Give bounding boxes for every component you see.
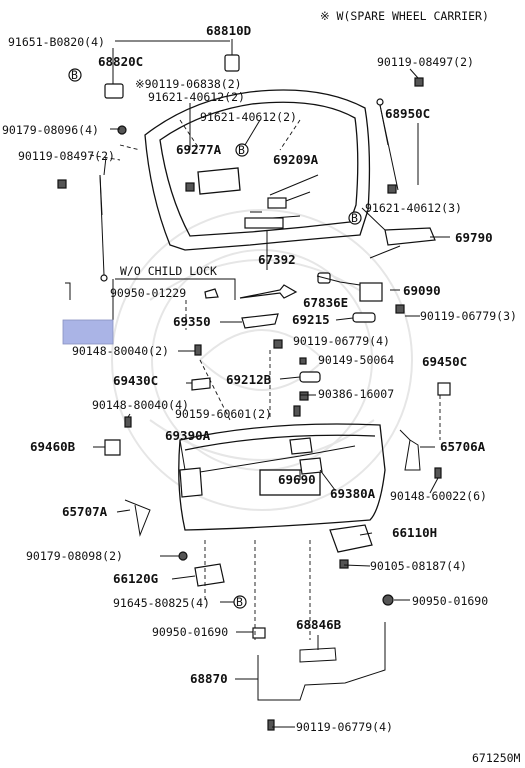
- label-69430c: 69430C: [113, 373, 158, 388]
- document-code: 671250M: [472, 751, 521, 765]
- highlighted-part-box: [62, 319, 114, 345]
- label-90119-08497-r: 90119-08497(2): [377, 55, 474, 69]
- label-68870: 68870: [190, 671, 228, 686]
- label-90119-06779-a: 90119-06779(3): [420, 309, 517, 323]
- label-90105-08187: 90105-08187(4): [370, 559, 467, 573]
- label-90950-01229: 90950-01229: [110, 286, 186, 300]
- label-69460b: 69460B: [30, 439, 76, 454]
- label-90119-06779-b: 90119-06779(4): [293, 334, 390, 348]
- label-68810d: 68810D: [206, 23, 251, 38]
- label-67392: 67392: [258, 252, 296, 267]
- label-69090: 69090: [403, 283, 441, 298]
- svg-text:B: B: [238, 143, 245, 157]
- label-91621-40612-c: 91621-40612(3): [365, 201, 462, 215]
- label-91621-40612-a: 91621-40612(2): [148, 90, 245, 104]
- label-69215: 69215: [292, 312, 330, 327]
- label-69390a: 69390A: [165, 428, 211, 443]
- lower-door: [178, 423, 386, 531]
- label-90119-06838: ※90119-06838(2): [135, 77, 242, 91]
- label-65706a: 65706A: [440, 439, 486, 454]
- label-69690: 69690: [278, 472, 316, 487]
- label-66110h: 66110H: [392, 525, 437, 540]
- b-marker-1: [68, 68, 82, 82]
- label-69209a: 69209A: [273, 152, 319, 167]
- label-90119-06779-c: 90119-06779(4): [296, 720, 393, 734]
- label-69212b: 69212B: [226, 372, 272, 387]
- label-69380a: 69380A: [330, 486, 376, 501]
- label-90148-60022: 90148-60022(6): [390, 489, 487, 503]
- svg-text:B: B: [236, 595, 243, 609]
- part-labels: 68810D 91651-B0820(4) 68820C ※90119-0683…: [2, 23, 517, 734]
- header-note: ※ W(SPARE WHEEL CARRIER): [320, 9, 489, 23]
- label-90159-60601: 90159-60601(2): [175, 407, 272, 421]
- upper-hatch: [144, 89, 371, 251]
- label-90950-01690-b: 90950-01690: [152, 625, 228, 639]
- svg-text:B: B: [351, 211, 358, 225]
- label-91621-40612-b: 91621-40612(2): [200, 110, 297, 124]
- label-90149-50064: 90149-50064: [318, 353, 394, 367]
- label-90148-80040-b: 90148-80040(4): [92, 398, 189, 412]
- label-91645-80825: 91645-80825(4): [113, 596, 210, 610]
- label-69790: 69790: [455, 230, 493, 245]
- hinge-68810d: [224, 54, 240, 72]
- label-90119-08497-l: 90119-08497(2): [18, 149, 115, 163]
- label-90950-01690-a: 90950-01690: [412, 594, 488, 608]
- hinge-68820c: [104, 83, 124, 99]
- label-90386-16007: 90386-16007: [318, 387, 394, 401]
- label-67836e: 67836E: [303, 295, 348, 310]
- label-90179-08096: 90179-08096(4): [2, 123, 99, 137]
- label-91651-b0820: 91651-B0820(4): [8, 35, 105, 49]
- hatch-garnish-part: [244, 217, 284, 229]
- b-marker-2: [235, 143, 249, 157]
- label-69350: 69350: [173, 314, 211, 329]
- label-68950c: 68950C: [385, 106, 430, 121]
- label-90179-08098: 90179-08098(2): [26, 549, 123, 563]
- lock-69790: [384, 227, 436, 246]
- label-69450c: 69450C: [422, 354, 467, 369]
- label-65707a: 65707A: [62, 504, 108, 519]
- b-marker-3: [348, 211, 362, 225]
- subheading-child-lock: W/O CHILD LOCK: [120, 264, 217, 278]
- label-66120g: 66120G: [113, 571, 158, 586]
- label-68846b: 68846B: [296, 617, 342, 632]
- label-69277a: 69277A: [176, 142, 222, 157]
- svg-text:B: B: [71, 68, 78, 82]
- label-90148-80040-a: 90148-80040(2): [72, 344, 169, 358]
- label-68820c: 68820C: [98, 54, 143, 69]
